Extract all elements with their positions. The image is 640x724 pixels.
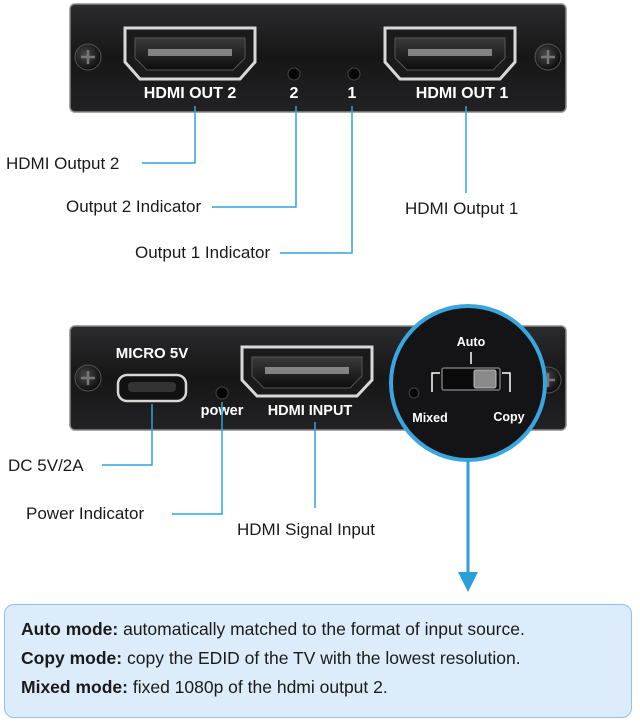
label-hdmi-input: HDMI INPUT bbox=[268, 403, 353, 419]
mode-line-auto: Auto mode: automatically matched to the … bbox=[21, 615, 631, 644]
mode-name-auto: Auto mode: bbox=[21, 619, 119, 639]
callout-output-2-indicator: Output 2 Indicator bbox=[66, 197, 201, 216]
hdmi-out-2-port bbox=[123, 26, 257, 81]
callout-dc-5v: DC 5V/2A bbox=[8, 456, 84, 475]
mode-desc-copy: copy the EDID of the TV with the lowest … bbox=[122, 648, 521, 668]
switch-label-copy: Copy bbox=[493, 410, 524, 424]
top-left-screw bbox=[74, 43, 102, 71]
bottom-left-screw bbox=[74, 364, 102, 392]
bottom-callout-lines bbox=[102, 402, 316, 515]
mode-line-copy: Copy mode: copy the EDID of the TV with … bbox=[21, 644, 631, 673]
hdmi-input-port bbox=[240, 345, 374, 398]
switch-label-auto: Auto bbox=[457, 335, 486, 349]
callout-hdmi-output-1: HDMI Output 1 bbox=[405, 199, 518, 218]
label-led-2: 2 bbox=[290, 85, 299, 102]
switch-label-mixed: Mixed bbox=[412, 411, 447, 425]
mode-description-box: Auto mode: automatically matched to the … bbox=[4, 604, 632, 718]
mode-desc-mixed: fixed 1080p of the hdmi output 2. bbox=[127, 677, 388, 697]
callout-output-1-indicator: Output 1 Indicator bbox=[135, 243, 270, 262]
mode-name-copy: Copy mode: bbox=[21, 648, 123, 668]
label-hdmi-out-1: HDMI OUT 1 bbox=[416, 85, 509, 102]
hdmi-out-1-port bbox=[383, 26, 517, 81]
down-arrow bbox=[458, 460, 478, 592]
label-micro-5v: MICRO 5V bbox=[116, 345, 189, 362]
callout-line-dc bbox=[102, 404, 153, 466]
top-panel: HDMI OUT 2 2 1 HDMI OUT 1 bbox=[69, 3, 567, 113]
label-led-1: 1 bbox=[348, 85, 357, 102]
callout-line-power bbox=[172, 402, 223, 515]
micro-usb-port bbox=[116, 373, 188, 403]
top-right-screw bbox=[534, 43, 562, 71]
mode-desc-auto: automatically matched to the format of i… bbox=[118, 619, 525, 639]
callout-line-indicator-1 bbox=[280, 106, 353, 254]
mode-name-mixed: Mixed mode: bbox=[21, 677, 128, 697]
output-1-led bbox=[347, 67, 361, 81]
output-2-led bbox=[287, 67, 301, 81]
top-callout-lines bbox=[142, 106, 467, 254]
callout-line-indicator-2 bbox=[212, 106, 297, 208]
mode-switch-knob[interactable] bbox=[473, 369, 497, 389]
power-led bbox=[215, 386, 229, 400]
callout-hdmi-signal-input: HDMI Signal Input bbox=[237, 520, 375, 539]
callout-line-output-2 bbox=[142, 106, 196, 164]
label-hdmi-out-2: HDMI OUT 2 bbox=[144, 85, 237, 102]
mode-line-mixed: Mixed mode: fixed 1080p of the hdmi outp… bbox=[21, 673, 631, 702]
mode-led bbox=[408, 387, 420, 399]
callout-hdmi-output-2: HDMI Output 2 bbox=[6, 154, 119, 173]
callout-power-indicator: Power Indicator bbox=[26, 504, 144, 523]
mode-switch-zoom: Auto Mixed Copy bbox=[389, 304, 547, 462]
